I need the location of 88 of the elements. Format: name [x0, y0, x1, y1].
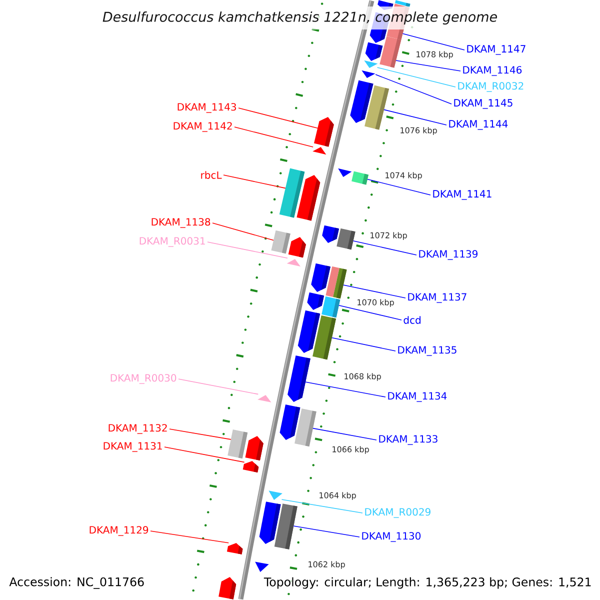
position-label: 1074 kbp [386, 172, 422, 180]
gene-box [294, 408, 316, 446]
leader-line [312, 428, 377, 440]
map-title: Desulfurococcus kamchatkensis 1221n, complete genome [96, 6, 504, 30]
gene-box [274, 504, 298, 550]
position-label: 1078 kbp [416, 51, 453, 59]
leader-line [338, 304, 402, 320]
leader-line [178, 378, 259, 395]
leader-line [305, 382, 386, 398]
gene-label: DKAM_R0032 [458, 82, 524, 92]
gene-box [322, 296, 340, 318]
gene-label: DKAM_1129 [90, 526, 148, 536]
gene-label: DKAM_R0030 [110, 374, 176, 384]
gene-box [336, 228, 356, 250]
leader-line [343, 284, 406, 298]
gene-triangle [286, 259, 300, 267]
gene-block [307, 292, 324, 310]
gene-triangle [364, 60, 378, 68]
position-label: 1070 kbp [358, 299, 394, 307]
gene-label: DKAM_1147 [467, 45, 526, 55]
leader-line [169, 428, 232, 440]
gene-label: DKAM_1141 [433, 190, 492, 200]
gene-label: DKAM_1131 [104, 442, 162, 452]
gene-block [288, 237, 306, 258]
position-label: 1062 kbp [308, 561, 345, 569]
gene-label: DKAM_1137 [408, 293, 466, 303]
gene-label: DKAM_1130 [362, 532, 421, 542]
position-label: 1066 kbp [332, 446, 369, 454]
gene-box [228, 430, 248, 458]
gene-triangle [338, 168, 352, 177]
leader-line [150, 530, 230, 544]
gene-block [280, 404, 300, 440]
gene-box [326, 266, 347, 299]
gene-label: DKAM_1134 [388, 392, 447, 402]
leader-line [384, 109, 447, 126]
gene-label: DKAM_1135 [398, 346, 456, 356]
gene-triangle [312, 147, 326, 155]
gene-block [226, 543, 243, 554]
leader-line [396, 60, 461, 72]
gene-label: DKAM_R0031 [140, 237, 205, 247]
gene-label: dcd [404, 316, 420, 324]
gene-block [311, 263, 330, 292]
gene-label: rbcL [201, 171, 222, 179]
gene-label: DKAM_1144 [449, 120, 508, 130]
gene-label: DKAM_1142 [174, 122, 232, 132]
leader-line [352, 240, 417, 256]
gene-block [365, 42, 383, 61]
gene-triangle [362, 70, 376, 78]
gene-label: DKAM_1139 [419, 250, 478, 260]
gene-box [380, 36, 402, 68]
leader-line [367, 178, 431, 196]
footer-text: Accession: NC_011766 [4, 573, 150, 593]
leader-line [376, 67, 456, 88]
gene-label: DKAM_1143 [178, 103, 236, 113]
gene-box [312, 315, 336, 360]
leader-line [164, 446, 245, 463]
gene-block [242, 461, 259, 472]
leader-line [293, 526, 360, 538]
leader-line [212, 222, 274, 241]
gene-block [296, 175, 320, 221]
leader-line [281, 499, 363, 514]
gene-label: DKAM_R0029 [365, 508, 430, 518]
gene-triangle [255, 562, 269, 572]
leader-line [223, 174, 286, 189]
leader-line [234, 126, 314, 148]
gene-box [352, 171, 368, 185]
gene-triangle [258, 395, 272, 402]
gene-box [364, 85, 390, 130]
gene-label: DKAM_1133 [379, 435, 438, 445]
gene-label: DKAM_1138 [152, 218, 210, 228]
leader-line [207, 242, 288, 258]
position-label: 1064 kbp [320, 492, 356, 500]
gene-label: DKAM_1146 [463, 66, 522, 76]
gene-block [322, 225, 340, 243]
leader-line [402, 33, 465, 50]
position-label: 1072 kbp [370, 232, 407, 240]
position-label: 1068 kbp [344, 373, 381, 381]
gene-label: DKAM_1132 [108, 424, 167, 434]
leader-line [375, 74, 452, 104]
gene-box [271, 230, 290, 254]
gene-block [218, 577, 236, 600]
leader-line [331, 337, 396, 352]
gene-block [288, 355, 310, 402]
gene-triangle [268, 490, 282, 500]
gene-label: DKAM_1145 [454, 99, 512, 109]
leader-line [238, 108, 318, 129]
position-label: 1076 kbp [400, 127, 437, 135]
footer-text: Topology: circular; Length: 1,365,223 bp; Genes: 1,521 [258, 573, 597, 593]
